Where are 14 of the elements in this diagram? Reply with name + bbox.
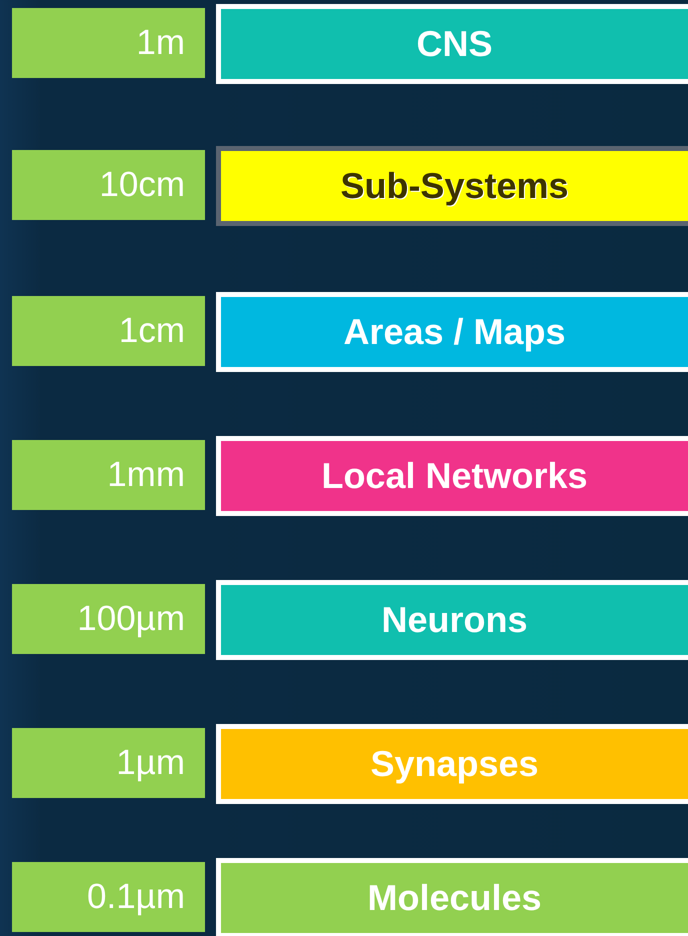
scale-label: 0.1µm — [12, 862, 205, 932]
scale-label: 10cm — [12, 150, 205, 220]
level-box: Synapses — [216, 724, 688, 804]
level-box: Molecules — [216, 858, 688, 936]
level-box: Neurons — [216, 580, 688, 660]
scale-label: 100µm — [12, 584, 205, 654]
scale-label: 1cm — [12, 296, 205, 366]
level-box: Local Networks — [216, 436, 688, 516]
level-box: CNS — [216, 4, 688, 84]
level-box: Sub-Systems — [216, 146, 688, 226]
scale-label: 1mm — [12, 440, 205, 510]
level-box: Areas / Maps — [216, 292, 688, 372]
scale-label: 1µm — [12, 728, 205, 798]
scale-label: 1m — [12, 8, 205, 78]
